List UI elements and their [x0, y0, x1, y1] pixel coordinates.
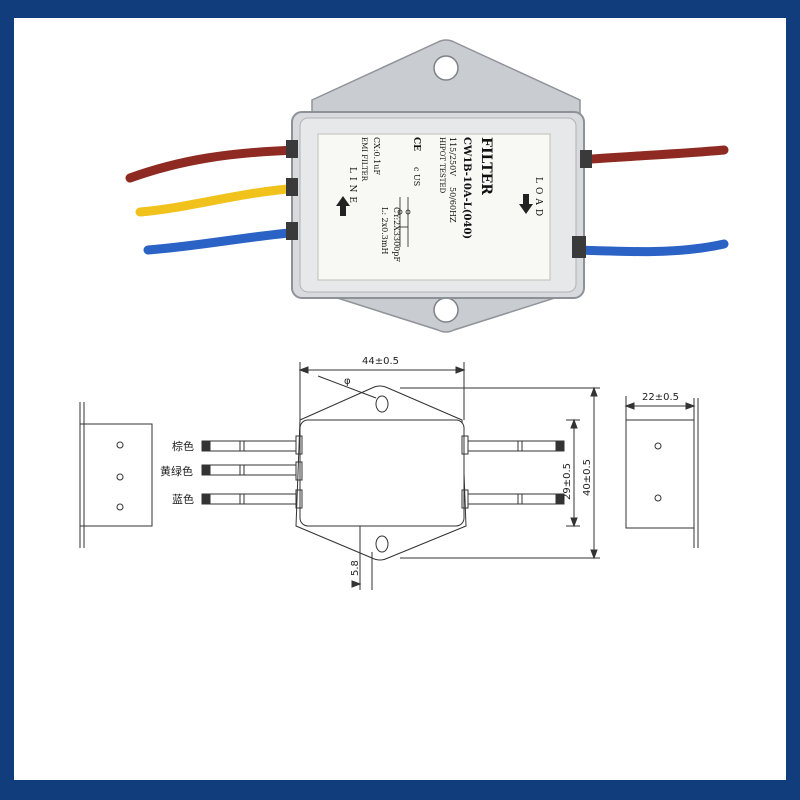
line-arrow-icon	[336, 196, 350, 216]
dim-depth-text: 22±0.5	[642, 392, 679, 403]
label-cert-text: c US	[412, 167, 421, 186]
dim-width-text: 44±0.5	[362, 356, 399, 367]
label-cx-text: CX:0.1uF	[372, 137, 381, 175]
label-emi-text: EMI FILTER	[360, 137, 368, 182]
drawing-wires-right	[468, 440, 565, 505]
wire-yellow-left	[135, 183, 305, 217]
dim-height-outer-text: 40±0.5	[582, 459, 593, 496]
terminal-right-2	[572, 236, 586, 258]
dim-width-lines	[298, 362, 466, 420]
wire-blue-left	[143, 227, 305, 255]
label-model-text: CW1B-10A-L(040)	[461, 137, 472, 239]
label-ce-text: CE	[411, 137, 421, 151]
flange-hole-top	[433, 55, 459, 81]
terminal-left-2	[286, 178, 298, 196]
load-arrow-icon	[519, 194, 533, 214]
dim-height-lines	[400, 386, 600, 560]
front-view	[295, 385, 469, 561]
label-rating-hz-text: 50/60HZ	[448, 187, 457, 223]
drawing-wires-left	[201, 440, 296, 505]
label-line-text: LINE	[347, 167, 357, 207]
wire-blue-right	[573, 239, 729, 257]
product-photo: FILTER LINE LOAD CW1B-10A-L(040) 115/250…	[125, 39, 729, 333]
wire-label-yellow-green: 黄绿色	[160, 464, 193, 478]
label-rating-v-text: 115/250V	[448, 137, 457, 176]
wire-label-brown: 棕色	[172, 439, 194, 453]
terminal-right-1	[580, 150, 592, 168]
label-schematic	[397, 197, 411, 247]
label-l-text: L: 2x0.3mH	[380, 207, 389, 254]
label-load-text: LOAD	[533, 177, 543, 220]
technical-drawing: 棕色 黄绿色 蓝色	[79, 356, 699, 590]
terminal-left-1	[286, 140, 298, 158]
label-hipot-text: HIPOT TESTED	[438, 137, 446, 194]
side-view-right	[624, 396, 699, 548]
dim-height-inner-text: 29±0.5	[562, 463, 573, 500]
product-label: FILTER LINE LOAD CW1B-10A-L(040) 115/250…	[317, 133, 551, 281]
hole-symbol-text: φ	[344, 376, 351, 387]
label-sticker	[317, 133, 551, 281]
dim-offset-text: 5.8	[350, 560, 361, 576]
label-filter-text: FILTER	[478, 137, 494, 195]
terminal-left-3	[286, 222, 298, 240]
side-view-left	[79, 402, 153, 548]
hole-leader	[317, 375, 377, 399]
label-cy-text: CY:2X3300pF	[392, 207, 401, 262]
wire-label-blue: 蓝色	[172, 492, 194, 506]
wire-brown-left	[125, 145, 305, 183]
flange-hole-bottom	[433, 297, 459, 323]
wire-brown-right	[573, 145, 729, 165]
dim-offset-lines	[351, 526, 373, 590]
